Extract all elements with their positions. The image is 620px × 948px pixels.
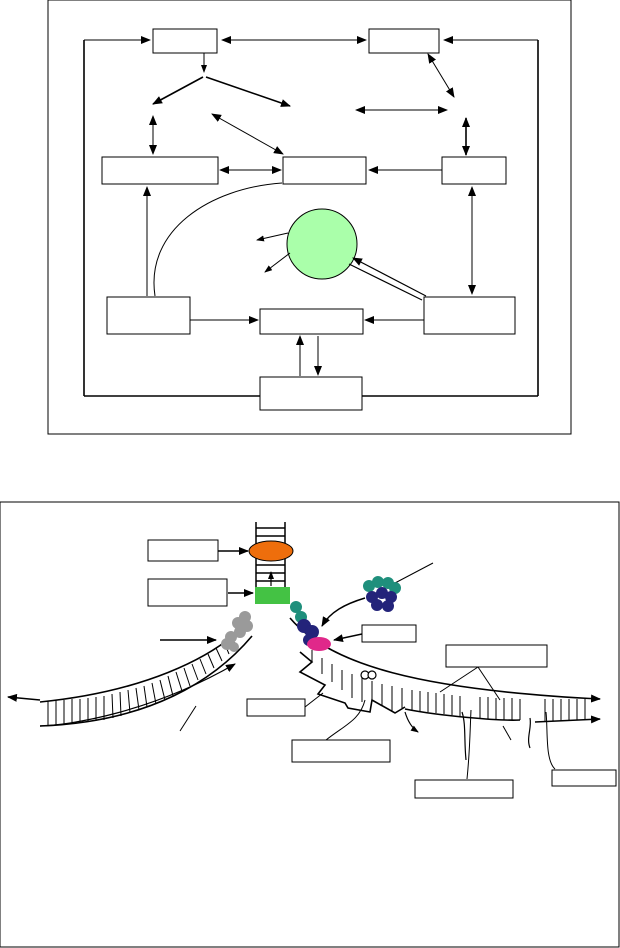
arrow-circle-left-up [256, 232, 289, 242]
arrow-topright-diag [427, 53, 455, 98]
outer-loop [83, 40, 539, 397]
pointer-leading-strand [179, 705, 197, 732]
label-box-5 [246, 698, 306, 717]
arrow-circle-left-down [264, 252, 291, 273]
arrow-split-left [152, 76, 204, 105]
arrow-circle-double-2 [348, 263, 423, 301]
box-top-right [368, 28, 440, 54]
grey-protein-cluster [221, 611, 253, 652]
pointer-box8 [545, 711, 556, 770]
green-block [255, 587, 290, 604]
box-mid-center [282, 156, 367, 185]
label-box-3 [361, 624, 417, 643]
box-bottom [259, 376, 363, 411]
pointer-box4-b [477, 666, 501, 701]
pointer-teal-cluster [321, 597, 366, 627]
leading-strand-rungs [47, 635, 237, 725]
box-top-left [152, 28, 218, 54]
orange-protein [248, 540, 294, 562]
arrow-circle-double-1 [352, 257, 427, 297]
top-diagram [47, 0, 572, 435]
label-box-7 [414, 779, 514, 799]
green-circle [286, 208, 358, 280]
lagging-strand-rungs [311, 650, 586, 722]
okazaki-hooks [360, 670, 532, 761]
box-mid-right [441, 156, 507, 185]
box-low-left [106, 296, 191, 335]
pointer-right-small [502, 725, 512, 741]
pointer-box7 [466, 709, 472, 780]
label-box-4 [445, 644, 548, 668]
box-mid-left [101, 156, 219, 185]
arrow-curved [153, 182, 283, 297]
label-box-6 [291, 739, 391, 763]
arrow-center-diag [211, 113, 284, 155]
pointer-teal-line [394, 562, 434, 584]
polymerase-chain [290, 601, 331, 651]
pointer-box4-a [439, 666, 479, 693]
label-box-8 [551, 769, 617, 787]
pointer-box3 [333, 633, 363, 643]
label-box-1 [147, 539, 219, 562]
arrow-split-right [205, 76, 291, 107]
pointer-box6 [325, 699, 366, 741]
bottom-frame [0, 501, 620, 948]
leading-strand-duplex [7, 621, 253, 727]
label-box-2 [147, 578, 228, 607]
bottom-diagram [0, 501, 620, 948]
box-low-right [423, 296, 516, 335]
top-frame [47, 0, 572, 435]
magenta-block [307, 637, 331, 651]
box-low-center [259, 308, 364, 335]
teal-navy-cluster [363, 576, 401, 612]
